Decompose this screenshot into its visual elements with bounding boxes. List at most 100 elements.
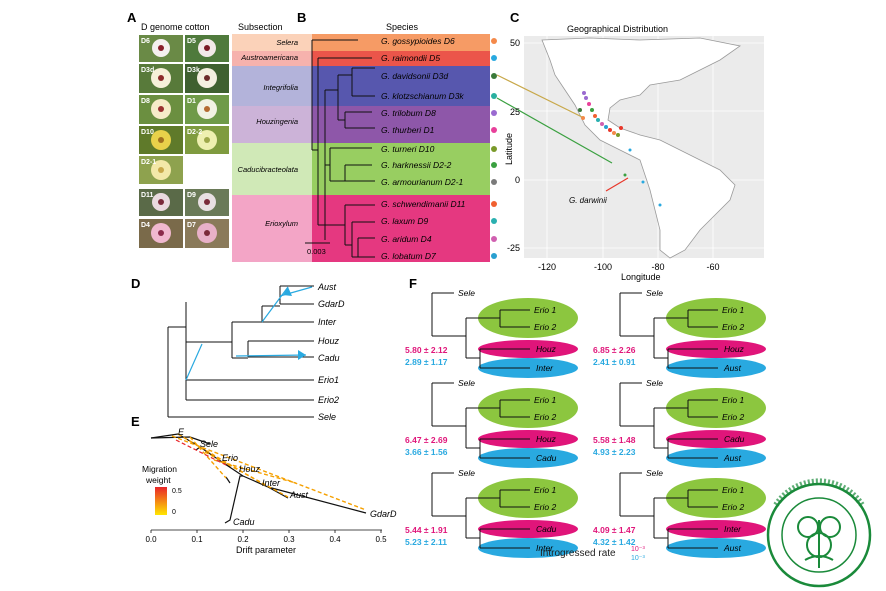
- outgroup-label: Sele: [646, 288, 663, 298]
- panel-b: B Species Selera Austroamericana Integri…: [232, 10, 497, 262]
- rate-blue: 4.32 ± 1.42: [593, 537, 636, 547]
- blue-label: Aust: [723, 543, 742, 553]
- photo-label: D5: [187, 38, 196, 45]
- subsection-header: Subsection: [238, 22, 283, 32]
- taxon-label: Aust: [289, 490, 309, 500]
- legend-title-2: weight: [145, 475, 171, 485]
- species-label: G. gossypioides D6: [381, 36, 455, 46]
- erio2-label: Erio 2: [722, 322, 744, 332]
- species-symbols: [491, 38, 497, 259]
- rate-blue: 2.89 ± 1.17: [405, 357, 448, 367]
- outgroup-label: Sele: [646, 468, 663, 478]
- x-tick: 0.0: [145, 535, 157, 544]
- pink-label: Inter: [724, 524, 742, 534]
- photo-label: D2-1: [141, 159, 156, 166]
- map-connector-lines: [496, 74, 629, 192]
- x-tick: 0.4: [329, 535, 341, 544]
- blue-label: Aust: [723, 453, 742, 463]
- map-y-label: Latitude: [504, 133, 514, 165]
- erio-ellipse: [666, 298, 766, 338]
- taxon-label: Erio: [222, 453, 238, 463]
- rate-blue: 5.23 ± 2.11: [405, 537, 447, 547]
- photo-label: D9: [187, 192, 196, 199]
- species-header: Species: [386, 22, 419, 32]
- y-tick: -25: [507, 243, 520, 253]
- panel-a-title: D genome cotton: [141, 22, 210, 32]
- taxon-label: Inter: [262, 478, 281, 488]
- species-label: G. armourianum D2-1: [381, 177, 463, 187]
- subsection-label: Integrifolia: [263, 83, 298, 92]
- x-tick: -60: [706, 262, 719, 272]
- panel-d: D Aust GdarD Inter Houz Cadu Erio1 Erio2: [131, 276, 345, 422]
- erio-ellipse: [478, 388, 578, 428]
- x-tick: -100: [594, 262, 612, 272]
- introgressed-rate-footer: Introgressed rate: [540, 548, 616, 559]
- photo-labels: D6 D5 D3d D3k D8 D1 D10 D2-2 D2-1 D11 D9…: [141, 38, 202, 229]
- erio2-label: Erio 2: [722, 502, 744, 512]
- photo-label: D1: [187, 98, 196, 105]
- panel-a: A D genome cotton Subsection D6 D5 D3d D…: [127, 10, 283, 248]
- x-tick: 0.3: [283, 535, 295, 544]
- pink-label: Houz: [536, 434, 557, 444]
- outgroup-label: Sele: [458, 378, 475, 388]
- species-label: G. harknessii D2-2: [381, 160, 452, 170]
- y-tick: 25: [510, 107, 520, 117]
- erio2-label: Erio 2: [534, 412, 556, 422]
- unit-pink: 10⁻³: [631, 546, 645, 553]
- subsection-label: Erioxylum: [265, 219, 298, 228]
- erio2-label: Erio 2: [534, 502, 556, 512]
- taxon-label: Erio1: [318, 375, 339, 385]
- photo-label: D6: [141, 38, 150, 45]
- migration-weight-colorbar: [155, 487, 167, 515]
- tree-d: [167, 285, 314, 418]
- species-label: G. raimondii D5: [381, 53, 440, 63]
- rate-blue: 3.66 ± 1.56: [405, 447, 448, 457]
- institution-seal: [766, 478, 872, 588]
- map-x-label: Longitude: [621, 272, 661, 282]
- species-label: G. aridum D4: [381, 234, 432, 244]
- taxon-label: Aust: [317, 282, 337, 292]
- erio1-label: Erio 1: [722, 485, 744, 495]
- pink-label: Cadu: [724, 434, 745, 444]
- x-tick: -120: [538, 262, 556, 272]
- panel-letter-e: E: [131, 414, 140, 429]
- americas-landmass: [541, 37, 741, 259]
- photo-label: D3k: [187, 67, 200, 74]
- legend-title-1: Migration: [142, 464, 177, 474]
- species-label: G. schwendimanii D11: [381, 199, 466, 209]
- blue-label: Inter: [536, 543, 554, 553]
- erio1-label: Erio 1: [722, 305, 744, 315]
- taxon-label: Sele: [318, 412, 336, 422]
- rate-pink: 5.44 ± 1.91: [405, 525, 448, 535]
- taxon-label: Houz: [239, 464, 261, 474]
- x-tick: -80: [651, 262, 664, 272]
- taxon-label: Inter: [318, 317, 337, 327]
- rate-pink: 5.58 ± 1.48: [593, 435, 636, 445]
- species-label: G. thurberi D1: [381, 125, 435, 135]
- species-label: G. lobatum D7: [381, 251, 436, 261]
- species-labels: G. gossypioides D6 G. raimondii D5 G. da…: [381, 36, 466, 261]
- rate-blue: 4.93 ± 2.23: [593, 447, 636, 457]
- erio-ellipse: [478, 478, 578, 518]
- erio1-label: Erio 1: [534, 485, 556, 495]
- y-tick: 0: [515, 175, 520, 185]
- taxon-label: Sele: [200, 439, 218, 449]
- y-tick: 50: [510, 38, 520, 48]
- rate-pink: 4.09 ± 1.47: [593, 525, 636, 535]
- introgression-tree: Sele Erio 1 Erio 2 Inter Aust 4.09 ± 1.4…: [593, 468, 766, 558]
- erio2-label: Erio 2: [722, 412, 744, 422]
- erio-ellipse: [666, 478, 766, 518]
- erio1-label: Erio 1: [722, 395, 744, 405]
- rate-pink: 6.85 ± 2.26: [593, 345, 636, 355]
- erio1-label: Erio 1: [534, 305, 556, 315]
- photo-label: D10: [141, 129, 154, 136]
- subsection-label: Selera: [276, 38, 298, 47]
- photo-label: D11: [141, 192, 154, 199]
- panel-letter-b: B: [297, 10, 306, 25]
- rate-pink: 5.80 ± 2.12: [405, 345, 448, 355]
- photo-label: D7: [187, 222, 196, 229]
- panel-letter-a: A: [127, 10, 137, 25]
- rate-pink: 6.47 ± 2.69: [405, 435, 448, 445]
- outgroup-label: Sele: [646, 378, 663, 388]
